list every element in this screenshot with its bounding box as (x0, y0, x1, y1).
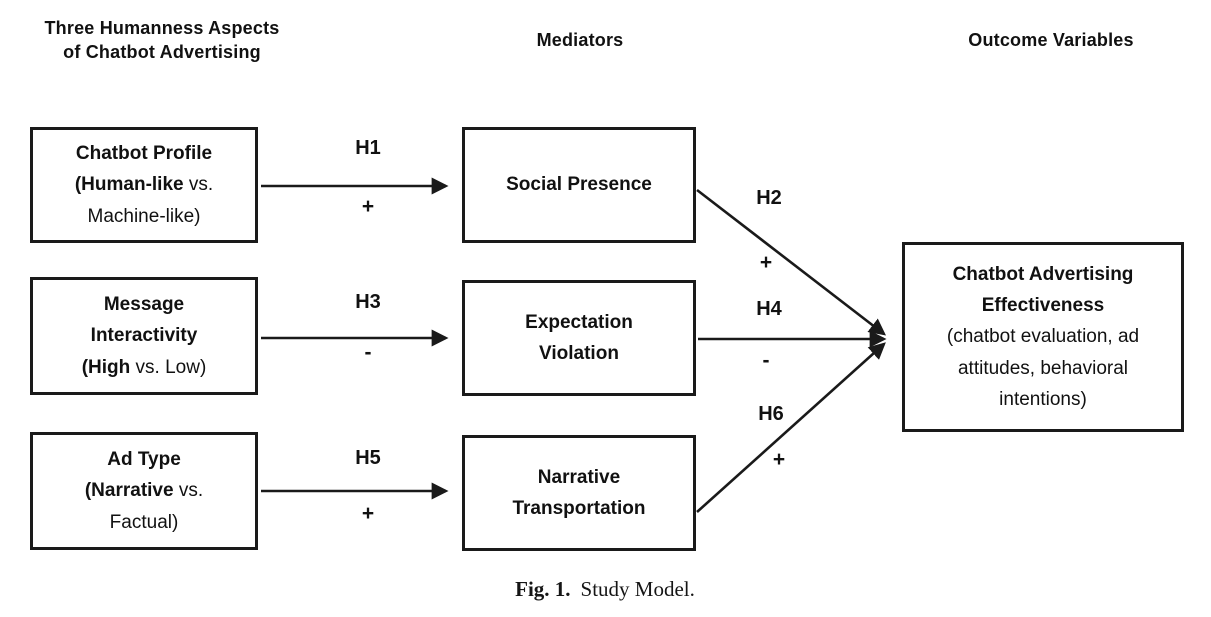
hypothesis-sign-h5: + (361, 502, 375, 525)
box-title: Ad Type (107, 449, 181, 471)
box-subtitle: (High vs. Low) (82, 352, 207, 383)
figure-caption: Fig. 1. Study Model. (515, 577, 695, 602)
hypothesis-sign-h2: + (759, 251, 773, 274)
box-title: Chatbot Advertising Effectiveness (952, 264, 1134, 317)
box-subtitle-rest: vs. Machine-like) (87, 174, 214, 227)
arrow-h6 (696, 342, 886, 513)
box-subtitle-bold: (High (81, 356, 131, 378)
box-title: Chatbot Profile (75, 143, 213, 165)
box-subtitle-bold: (Human-like (74, 174, 184, 196)
box-title: Social Presence (506, 174, 652, 196)
box-chatbot-profile: Chatbot Profile (Human-like vs. Machine-… (30, 127, 258, 243)
box-social-presence: Social Presence (462, 127, 696, 243)
hypothesis-label-h4: H4 (756, 298, 782, 320)
hypothesis-sign-h6: + (772, 448, 786, 471)
box-expectation-violation: Expectation Violation (462, 280, 696, 396)
column-header-antecedents: Three Humanness Aspects of Chatbot Adver… (44, 18, 280, 63)
hypothesis-sign-h3: - (364, 341, 372, 364)
hypothesis-label-h3: H3 (355, 291, 381, 313)
hypothesis-sign-h4: - (762, 349, 770, 372)
box-ad-type: Ad Type (Narrative vs. Factual) (30, 432, 258, 550)
box-subtitle-rest: vs. Low) (135, 356, 207, 378)
box-message-interactivity: Message Interactivity (High vs. Low) (30, 277, 258, 395)
arrow-h2 (696, 188, 887, 336)
box-subtitle-bold: (Narrative (84, 480, 174, 502)
hypothesis-label-h5: H5 (355, 447, 381, 469)
hypothesis-label-h2: H2 (756, 187, 782, 209)
column-header-mediators: Mediators (536, 30, 624, 50)
hypothesis-label-h6: H6 (758, 403, 784, 425)
box-title: Narrative Transportation (512, 466, 646, 519)
box-subtitle: (chatbot evaluation, ad attitudes, behav… (946, 326, 1140, 410)
box-chatbot-advertising-effectiveness: Chatbot Advertising Effectiveness (chatb… (902, 242, 1184, 432)
box-title: Expectation Violation (525, 311, 633, 364)
box-subtitle-rest: vs. Factual) (109, 480, 204, 533)
hypothesis-sign-h1: + (361, 195, 375, 218)
column-header-outcomes: Outcome Variables (968, 30, 1134, 50)
box-title: Message Interactivity (90, 294, 198, 347)
box-subtitle: (Human-like vs. Machine-like) (75, 169, 213, 231)
box-subtitle: (Narrative vs. Factual) (85, 475, 203, 537)
box-narrative-transportation: Narrative Transportation (462, 435, 696, 551)
figure-caption-text: Study Model. (580, 577, 695, 601)
figure-caption-label: Fig. 1. (515, 577, 571, 601)
hypothesis-label-h1: H1 (355, 137, 381, 159)
